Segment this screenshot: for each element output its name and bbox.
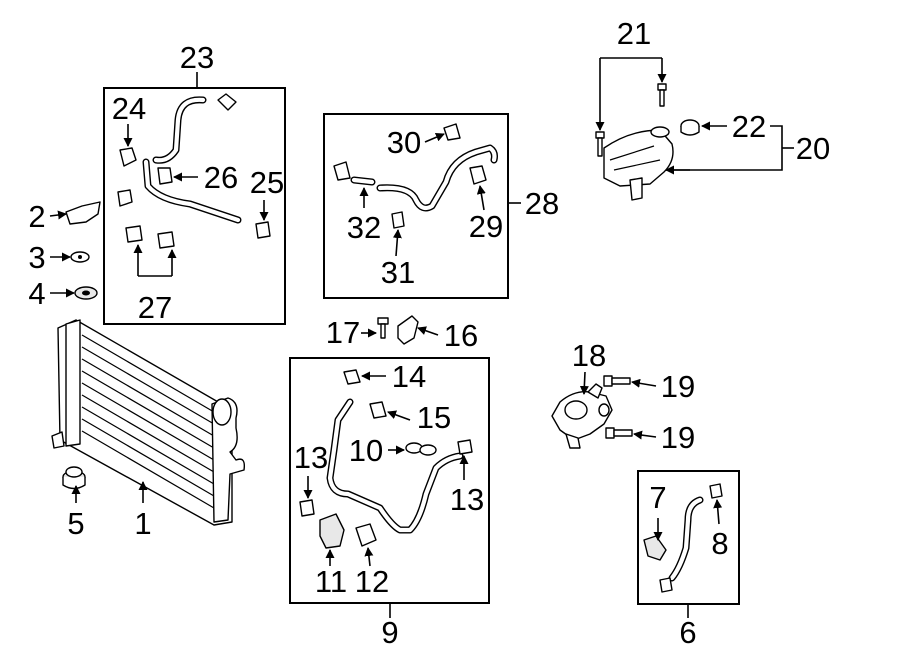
clamp-26 — [157, 167, 173, 185]
clamp-15 — [369, 401, 387, 419]
callout-19-upper: 19 — [661, 369, 695, 404]
reservoir-cap — [680, 119, 700, 136]
bolt-17 — [377, 317, 389, 339]
clamp-25 — [255, 221, 271, 239]
coolant-reservoir — [603, 126, 674, 201]
washer-seal — [74, 286, 98, 300]
clamp-8 — [709, 483, 723, 499]
callout-8: 8 — [711, 526, 728, 561]
insulator-11 — [319, 513, 345, 549]
insulator-7 — [643, 535, 667, 561]
auxiliary-water-pump — [551, 383, 613, 449]
clamp-left-28 — [333, 161, 351, 181]
reservoir-bolt-left — [595, 131, 605, 157]
callout-22: 22 — [732, 109, 766, 144]
callout-26: 26 — [204, 160, 238, 195]
callout-labels: 1 2 3 4 5 6 7 8 9 10 11 12 13 13 14 15 1… — [28, 16, 830, 650]
callout-21: 21 — [617, 16, 651, 51]
callout-1: 1 — [134, 506, 151, 541]
bolt-19-upper — [603, 375, 631, 387]
callout-16: 16 — [444, 318, 478, 353]
callout-19-lower: 19 — [661, 420, 695, 455]
clamp-31 — [391, 211, 405, 229]
pipe-32 — [350, 176, 376, 186]
bracket-16 — [397, 315, 419, 345]
deflector-bracket — [65, 201, 101, 225]
upper-hose-assembly — [142, 93, 242, 224]
callout-14: 14 — [392, 359, 426, 394]
callout-15: 15 — [417, 400, 451, 435]
callout-29: 29 — [469, 209, 503, 244]
group-box-23 — [103, 87, 286, 325]
callout-31: 31 — [381, 255, 415, 290]
clamp-29 — [469, 165, 487, 185]
clamp-13-left — [299, 499, 315, 517]
bypass-hose — [376, 144, 498, 212]
reservoir-bolt-right — [657, 83, 667, 107]
callout-28: 28 — [525, 186, 559, 221]
callout-24: 24 — [112, 91, 146, 126]
clamp-14 — [343, 369, 361, 385]
callout-10: 10 — [349, 433, 383, 468]
group-box-28 — [323, 113, 509, 299]
hose-6 — [668, 496, 704, 582]
callout-23: 23 — [180, 40, 214, 75]
clip-27 — [125, 225, 175, 249]
callout-20: 20 — [796, 131, 830, 166]
callout-17: 17 — [326, 315, 360, 350]
callout-7: 7 — [649, 480, 666, 515]
callout-32: 32 — [347, 210, 381, 245]
callout-27: 27 — [138, 290, 172, 325]
clamp-30 — [443, 123, 461, 141]
callout-9: 9 — [381, 615, 398, 650]
leader-lines — [49, 57, 794, 567]
callout-2: 2 — [28, 199, 45, 234]
radiator — [51, 319, 246, 526]
callout-13-right: 13 — [450, 482, 484, 517]
callout-3: 3 — [28, 240, 45, 275]
bolt-19-lower — [605, 427, 633, 439]
callout-25: 25 — [250, 165, 284, 200]
callout-12: 12 — [355, 564, 389, 599]
clamp-10 — [405, 442, 437, 456]
clamp-lower-6 — [659, 577, 673, 593]
clamp-12 — [355, 523, 377, 547]
callout-18: 18 — [572, 338, 606, 373]
callout-4: 4 — [28, 276, 45, 311]
callout-13-left: 13 — [294, 440, 328, 475]
radiator-cap — [62, 466, 86, 490]
clamp-lower-23 — [117, 189, 133, 207]
callout-11: 11 — [315, 564, 347, 599]
clamp-24 — [119, 147, 137, 167]
callout-30: 30 — [387, 125, 421, 160]
callout-6: 6 — [679, 615, 696, 650]
retainer-clip — [70, 251, 90, 263]
callout-5: 5 — [67, 506, 84, 541]
heater-hose-assembly — [326, 398, 464, 534]
clamp-13-right — [457, 439, 473, 455]
